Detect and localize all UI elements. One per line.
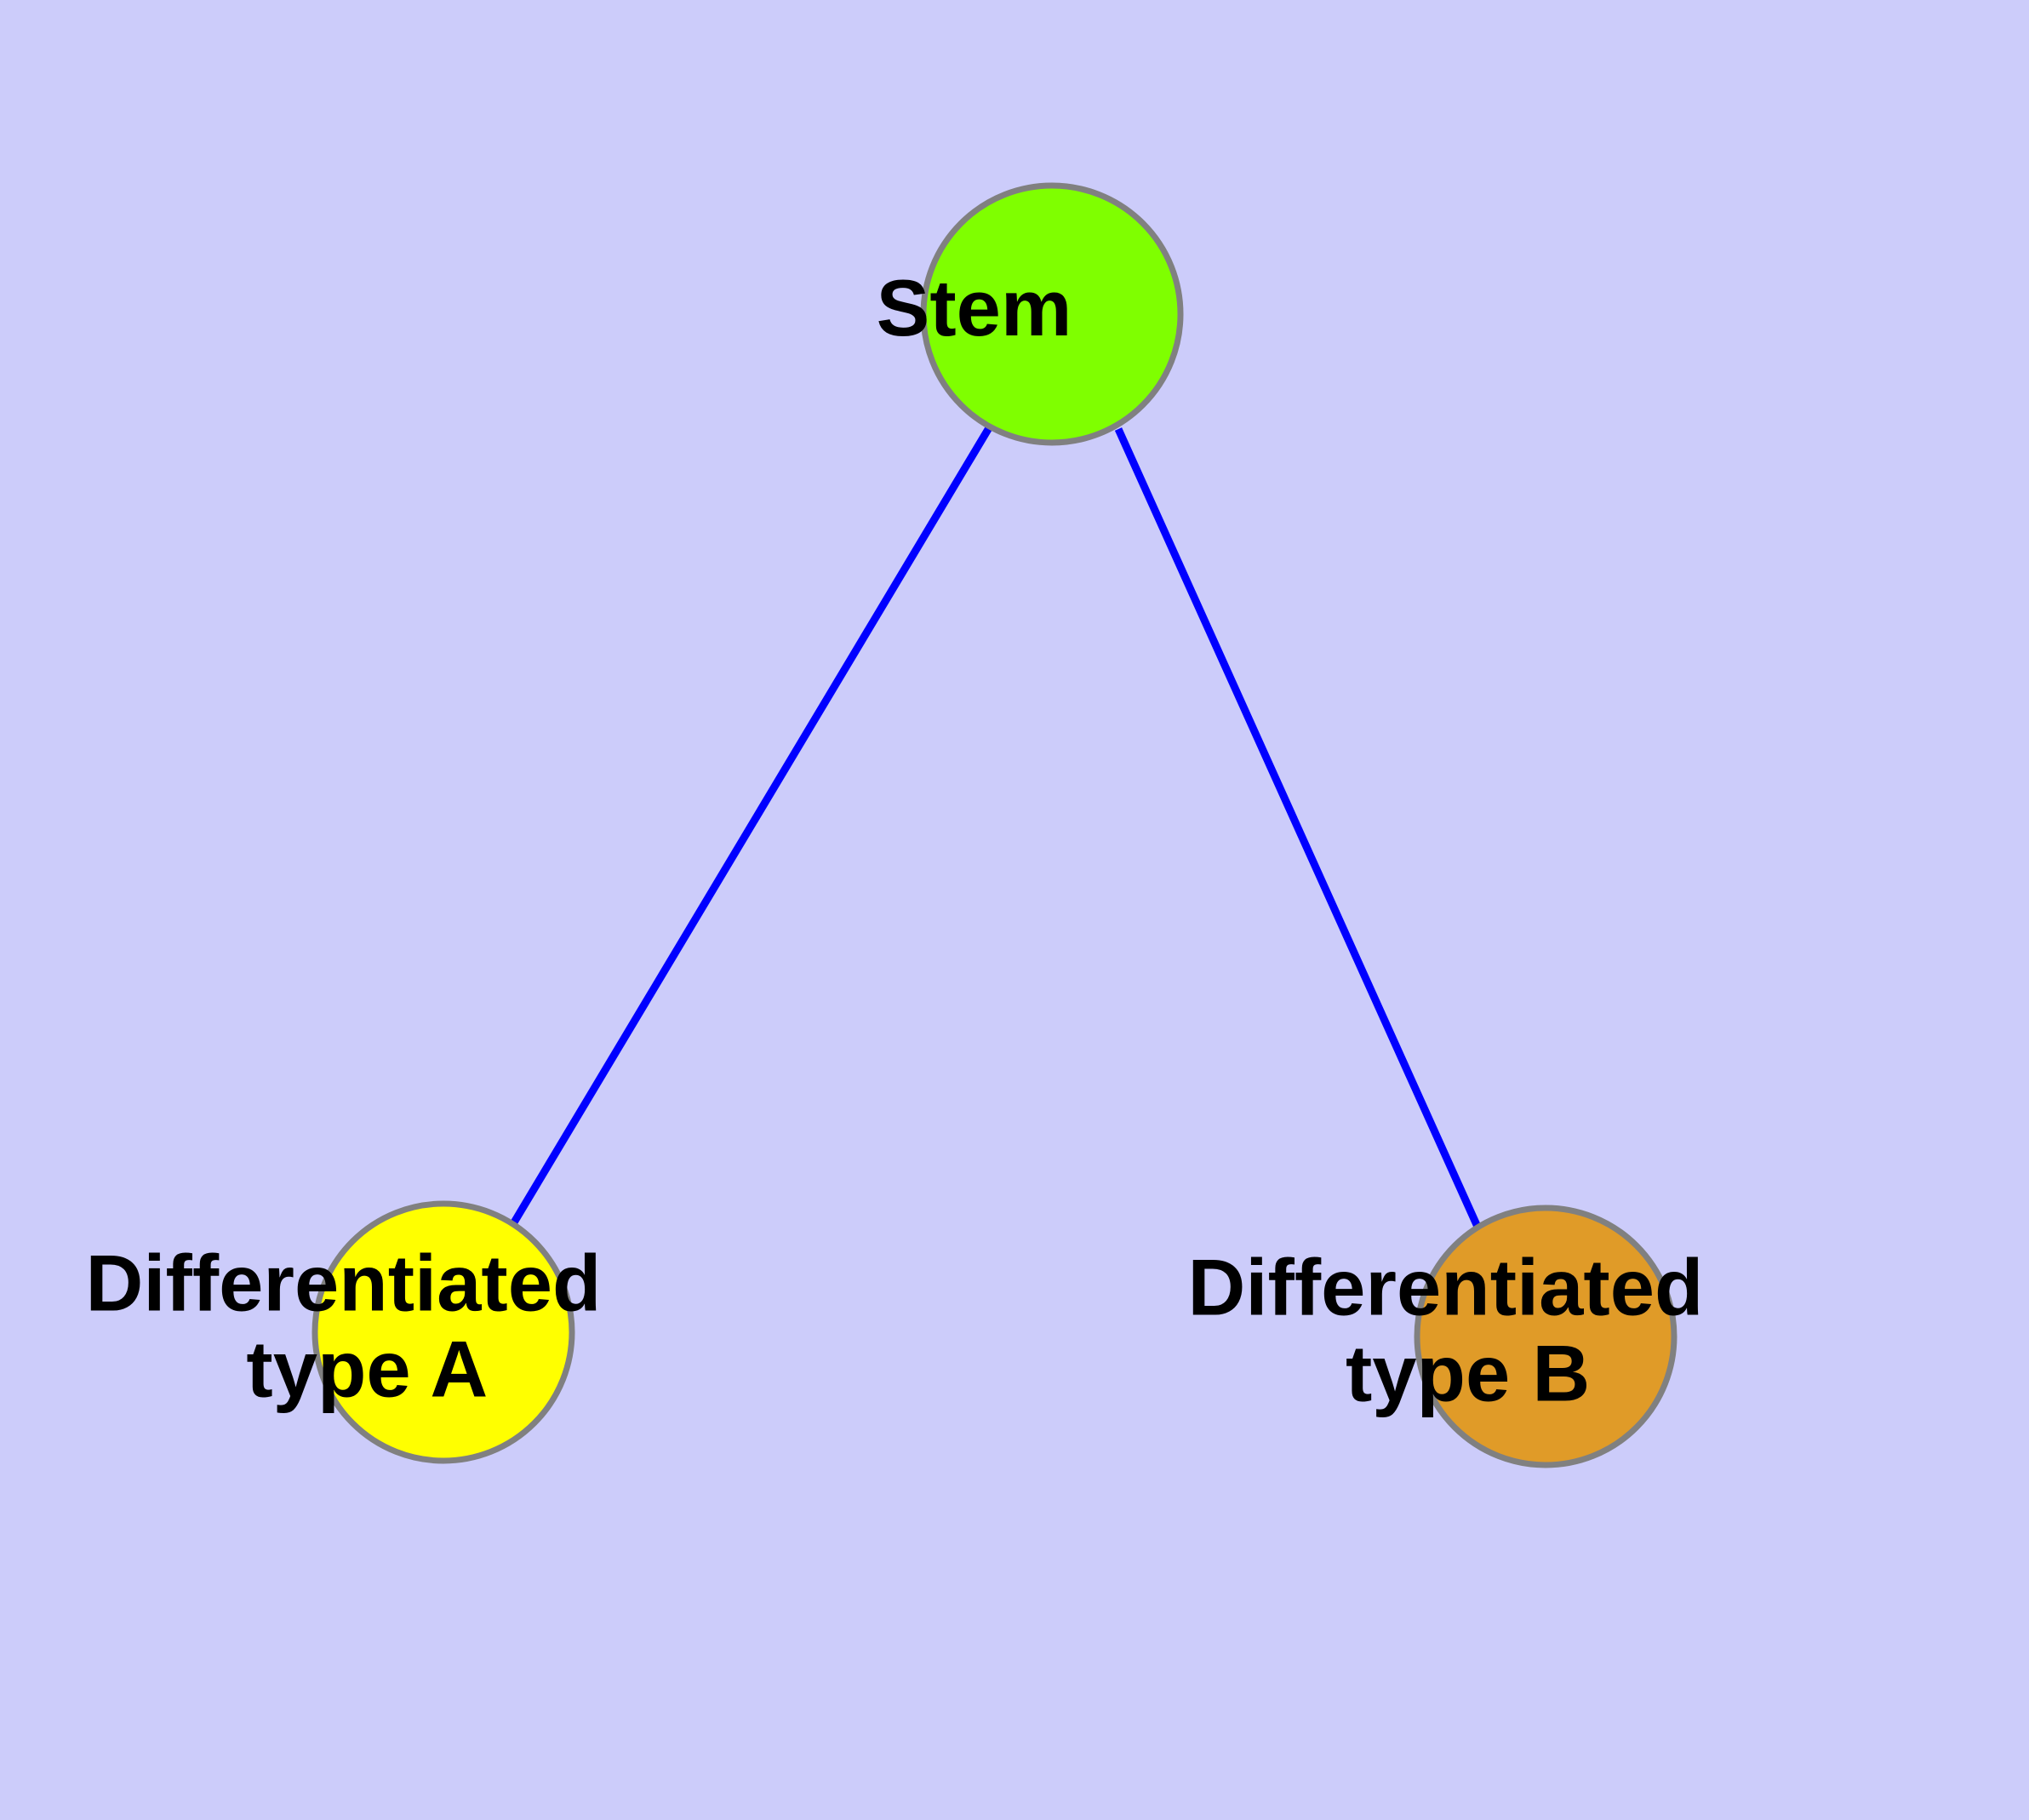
- node-differentiated-type-a-label: Differentiated type A: [0, 0, 801, 1413]
- node-differentiated-type-b[interactable]: [1414, 1205, 1677, 1468]
- edge-stem-to-diff-a[interactable]: [511, 424, 993, 1225]
- node-differentiated-type-a[interactable]: [311, 1200, 575, 1464]
- edge-layer: [511, 424, 1482, 1228]
- node-stem[interactable]: [920, 182, 1184, 446]
- node-differentiated-type-a-label-line-1: Differentiated: [86, 1238, 602, 1327]
- node-differentiated-type-a-circle[interactable]: [311, 1200, 575, 1464]
- node-differentiated-type-b-circle[interactable]: [1414, 1205, 1677, 1468]
- node-differentiated-type-b-label: Differentiated type B: [1188, 1242, 1704, 1417]
- node-layer: [311, 182, 1677, 1468]
- node-differentiated-type-b-label-line-1: Differentiated: [1188, 1242, 1704, 1331]
- node-stem-label-line-1: Stem: [877, 263, 1072, 352]
- edge-stem-to-diff-b[interactable]: [1114, 427, 1482, 1228]
- node-stem-label: Stem: [0, 0, 1227, 352]
- node-stem-circle[interactable]: [920, 182, 1184, 446]
- label-layer: Stem Differentiated type A Differentiate…: [0, 0, 1704, 1418]
- node-differentiated-type-a-label-line-2: type A: [246, 1324, 486, 1413]
- node-differentiated-type-b-label-line-2: type B: [1346, 1328, 1590, 1417]
